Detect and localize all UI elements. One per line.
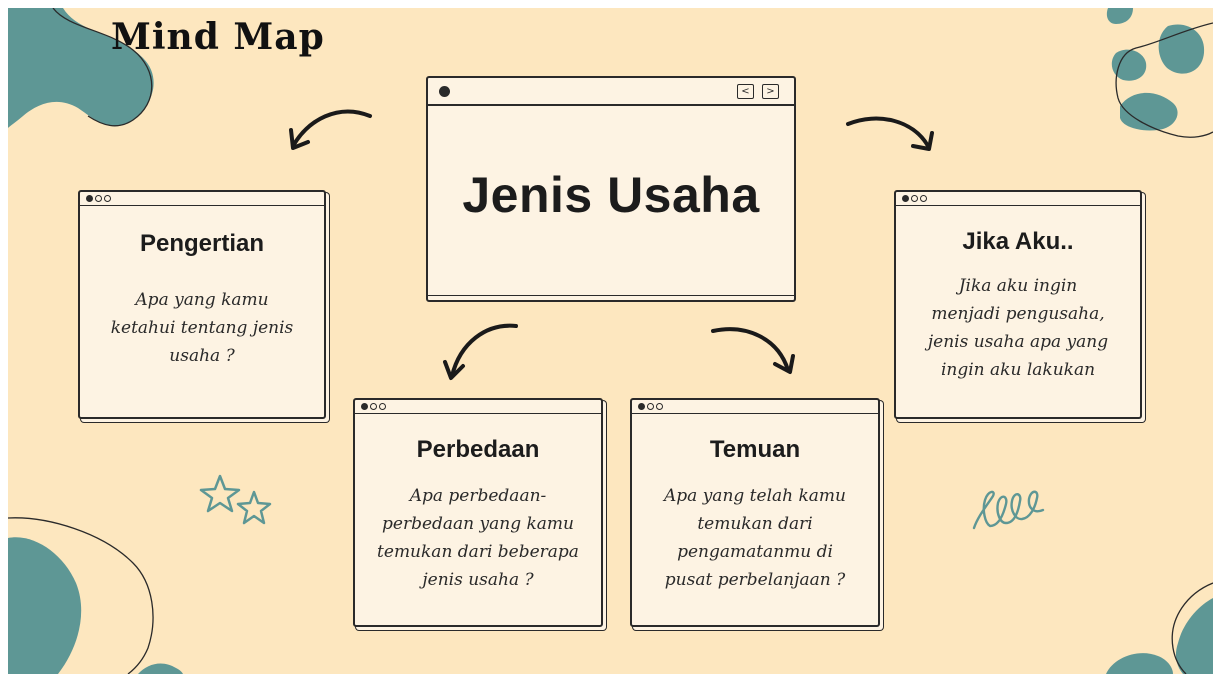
card-text: Apa perbedaan- perbedaan yang kamu temuk… — [365, 482, 591, 594]
center-topic-title: Jenis Usaha — [462, 167, 760, 223]
bottom-right-blob — [1175, 598, 1213, 674]
window-dot-icon — [370, 403, 377, 410]
window-dot-icon — [86, 195, 93, 202]
card-text-line: Apa perbedaan- — [409, 486, 547, 506]
bottom-left-blob-2 — [138, 663, 183, 674]
card-title-bar — [896, 192, 1140, 206]
top-left-outline — [52, 8, 153, 127]
arrow-to-jika-aku-head — [911, 131, 934, 151]
arrow-to-pengertian-head — [289, 128, 310, 150]
star-doodle-2 — [236, 490, 272, 525]
slide: Mind Map < > Jenis Usaha Pengertian Apa … — [8, 8, 1213, 674]
arrow-to-jika-aku — [846, 116, 930, 148]
window-dot-icon — [439, 86, 450, 97]
bottom-left-outline — [8, 517, 154, 674]
window-title-bar: < > — [428, 78, 794, 106]
background-decorations — [8, 8, 1213, 674]
card-jika-aku: Jika Aku.. Jika aku ingin menjadi pengus… — [894, 190, 1142, 419]
card-title: Pengertian — [139, 230, 265, 257]
card-title: Jika Aku.. — [962, 228, 1074, 255]
top-left-blob — [8, 8, 154, 128]
top-right-blob-4 — [1120, 92, 1178, 131]
arrow-to-perbedaan-head — [443, 360, 465, 380]
card-title: Perbedaan — [416, 436, 540, 463]
card-text-line: menjadi pengusaha, — [931, 304, 1105, 324]
window-dot-icon — [911, 195, 918, 202]
card-title-bar — [632, 400, 878, 414]
card-text-line: Apa yang kamu — [135, 290, 269, 310]
card-title-bar — [355, 400, 601, 414]
window-dot-icon — [638, 403, 645, 410]
card-text-line: pengamatanmu di — [677, 542, 833, 562]
window-bottom-line — [428, 295, 794, 296]
star-doodle-1 — [199, 474, 241, 513]
arrow-to-perbedaan — [450, 323, 518, 378]
card-title: Temuan — [709, 436, 801, 463]
window-dot-icon — [902, 195, 909, 202]
card-text-line: jenis usaha apa yang — [927, 332, 1109, 352]
window-dot-icon — [104, 195, 111, 202]
card-text-line: usaha ? — [169, 346, 235, 366]
window-dot-icon — [361, 403, 368, 410]
card-text: Apa yang telah kamu temukan dari pengama… — [642, 482, 868, 594]
card-title-bar — [80, 192, 324, 206]
arrow-to-pengertian — [291, 109, 372, 148]
bottom-right-outline — [1171, 582, 1213, 674]
card-text-line: temukan dari — [697, 514, 813, 534]
slide-title: Mind Map — [111, 16, 325, 58]
arrow-to-temuan-head — [773, 354, 795, 374]
card-temuan: Temuan Apa yang telah kamu temukan dari … — [630, 398, 880, 627]
chevron-right-icon[interactable]: > — [762, 84, 779, 99]
window-dot-icon — [379, 403, 386, 410]
window-dot-icon — [647, 403, 654, 410]
card-text-line: perbedaan yang kamu — [382, 514, 574, 534]
top-right-outline — [1115, 22, 1213, 138]
card-text-line: temukan dari beberapa — [377, 542, 579, 562]
window-dot-icon — [920, 195, 927, 202]
card-pengertian: Pengertian Apa yang kamu ketahui tentang… — [78, 190, 326, 419]
loop-doodle — [972, 490, 1045, 530]
card-text-line: jenis usaha ? — [422, 570, 534, 590]
card-text-line: ketahui tentang jenis — [110, 318, 294, 338]
card-text: Apa yang kamu ketahui tentang jenis usah… — [90, 286, 314, 370]
card-text-line: Apa yang telah kamu — [664, 486, 846, 506]
card-text-line: pusat perbelanjaan ? — [664, 570, 846, 590]
bottom-right-blob-2 — [1106, 653, 1173, 674]
top-right-blob-2 — [1158, 24, 1205, 74]
top-right-blob-1 — [1106, 8, 1133, 24]
card-text-line: Jika aku ingin — [958, 276, 1078, 296]
bottom-left-blob — [8, 537, 82, 674]
card-perbedaan: Perbedaan Apa perbedaan- perbedaan yang … — [353, 398, 603, 627]
arrow-to-temuan — [711, 327, 790, 372]
window-dot-icon — [95, 195, 102, 202]
window-dot-icon — [656, 403, 663, 410]
top-right-blob-3 — [1111, 49, 1147, 81]
center-topic-window: < > Jenis Usaha — [426, 76, 796, 302]
chevron-left-icon[interactable]: < — [737, 84, 754, 99]
card-text-line: ingin aku lakukan — [940, 360, 1096, 380]
card-text: Jika aku ingin menjadi pengusaha, jenis … — [906, 272, 1130, 384]
